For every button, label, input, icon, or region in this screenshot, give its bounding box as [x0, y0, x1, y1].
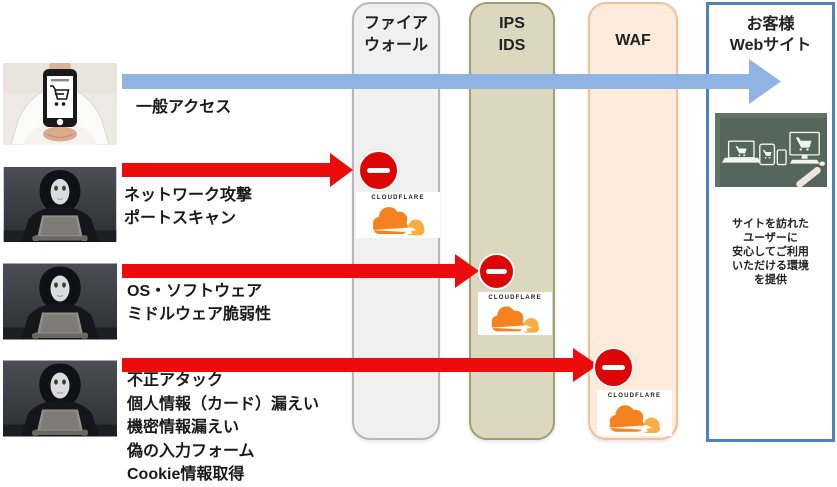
pillar-waf-label: WAF — [615, 32, 651, 49]
flow-label-network-attack: ネットワーク攻撃 ポートスキャン — [124, 187, 253, 227]
no-entry-icon — [478, 253, 515, 290]
cloudflare-cloud-icon — [489, 306, 540, 333]
masked-attacker-photo — [3, 360, 117, 437]
customer-website-title: お客様 Webサイト — [729, 16, 812, 54]
shopper-photo — [3, 63, 117, 145]
cloudflare-logo: CLOUDFLARE — [597, 390, 672, 436]
masked-attacker-photo — [3, 263, 117, 340]
cloudflare-logo: CLOUDFLARE — [356, 192, 440, 238]
customer-website-caption: サイトを訪れた ユーザーに 安心してご利用 いただける環境 を提供 — [732, 218, 809, 286]
masked-attacker-photo — [3, 167, 117, 242]
cloudflare-cloud-icon — [370, 206, 425, 236]
no-entry-icon — [593, 347, 634, 388]
pillar-ips-ids: IPS IDS — [469, 2, 555, 440]
blocked-arrow-network-attack — [122, 153, 353, 187]
pillar-firewall-label: ファイア ウォール — [363, 15, 428, 54]
cloudflare-cloud-icon — [607, 405, 661, 433]
flow-label-os-vulnerability: OS・ソフトウェア ミドルウェア脆弱性 — [127, 283, 272, 323]
flow-label-fraud-attack: 不正アタック 個人情報（カード）漏えい 機密情報漏えい 偽の入力フォーム Coo… — [127, 372, 320, 484]
cloudflare-logo: CLOUDFLARE — [478, 292, 552, 335]
no-entry-icon — [358, 150, 399, 191]
customer-website-box: お客様 Webサイト — [706, 2, 835, 442]
website-devices-photo — [715, 112, 827, 188]
pillar-ips-ids-label: IPS IDS — [498, 15, 526, 54]
flow-label-general-access: 一般アクセス — [136, 99, 232, 116]
